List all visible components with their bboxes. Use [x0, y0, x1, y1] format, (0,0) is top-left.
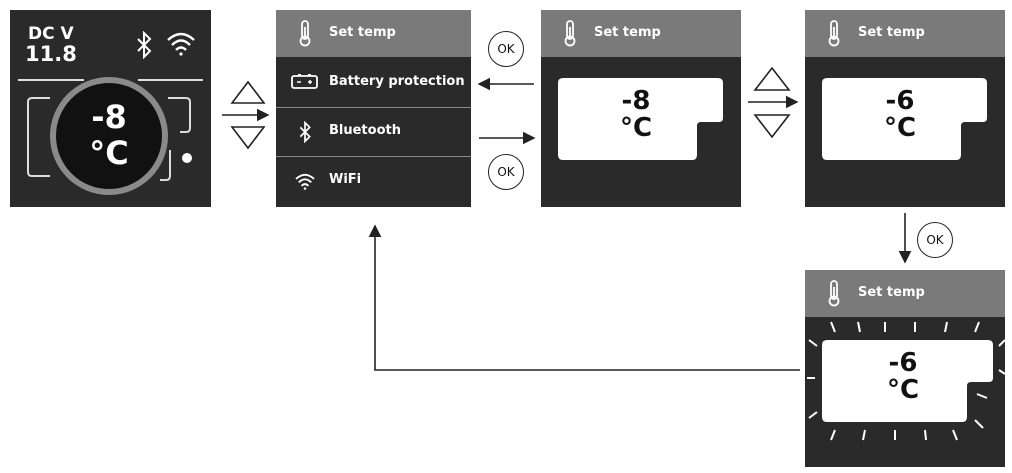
set-temp-value-display: -6 °C	[863, 348, 943, 406]
thermometer-icon	[564, 20, 576, 47]
ok-button[interactable]: OK	[917, 222, 953, 258]
triangle-down-icon[interactable]	[753, 114, 791, 139]
set-temp-screen-1: Set temp -8 °C	[541, 10, 741, 207]
temperature-unit: °C	[619, 113, 653, 144]
arrow-return-to-menu	[368, 224, 800, 371]
menu-item-bluetooth[interactable]: Bluetooth	[276, 108, 471, 156]
set-temp-screen-3: Set temp -6 °C	[805, 270, 1005, 467]
triangle-up-icon[interactable]	[753, 66, 791, 91]
triangle-up-icon[interactable]	[230, 80, 266, 104]
menu-item-wifi[interactable]: WiFi	[276, 157, 471, 205]
wifi-icon	[295, 173, 315, 190]
menu-item-label: Battery protection	[329, 74, 465, 89]
home-dial-graphic	[18, 77, 203, 195]
temperature-value: -6	[888, 348, 918, 378]
voltage-readout: 11.8	[25, 42, 77, 66]
temperature-unit: °C	[883, 113, 917, 144]
wifi-icon	[167, 32, 195, 56]
temperature-value: -8	[621, 86, 651, 116]
menu-item-label: WiFi	[329, 172, 362, 187]
ok-button[interactable]: OK	[488, 154, 524, 190]
menu-divider	[276, 156, 471, 157]
home-temperature-value: -8	[91, 98, 127, 136]
value-box	[558, 78, 723, 160]
temperature-value: -6	[885, 86, 915, 116]
temperature-unit: °C	[886, 375, 920, 406]
menu-item-battery-protection[interactable]: Battery protection	[276, 58, 471, 106]
set-temp-header: Set temp	[805, 10, 1005, 57]
menu-screen: Set temp Battery protection Bluetooth Wi…	[276, 10, 471, 207]
menu-item-label: Set temp	[329, 25, 396, 40]
ok-button[interactable]: OK	[488, 31, 524, 67]
set-temp-title: Set temp	[858, 285, 925, 300]
triangle-down-icon[interactable]	[230, 126, 266, 150]
thermometer-icon	[828, 280, 840, 307]
value-box	[822, 78, 987, 160]
battery-icon	[291, 74, 318, 89]
set-temp-title: Set temp	[858, 25, 925, 40]
set-temp-header: Set temp	[541, 10, 741, 57]
bluetooth-icon	[299, 121, 311, 143]
blinking-value-box	[807, 321, 1005, 441]
set-temp-value-display: -6 °C	[860, 86, 940, 144]
menu-item-set-temp[interactable]: Set temp	[276, 10, 471, 57]
set-temp-value-display: -8 °C	[596, 86, 676, 144]
menu-item-label: Bluetooth	[329, 123, 401, 138]
mode-label: DC V	[28, 24, 74, 44]
set-temp-header: Set temp	[805, 270, 1005, 317]
thermometer-icon	[299, 20, 311, 47]
menu-divider	[276, 107, 471, 108]
bluetooth-icon	[137, 31, 152, 59]
home-temperature-unit: °C	[89, 134, 129, 172]
thermometer-icon	[828, 20, 840, 47]
home-screen: DC V 11.8 -8 °C	[10, 10, 211, 207]
set-temp-title: Set temp	[594, 25, 661, 40]
set-temp-screen-2: Set temp -6 °C	[805, 10, 1005, 207]
